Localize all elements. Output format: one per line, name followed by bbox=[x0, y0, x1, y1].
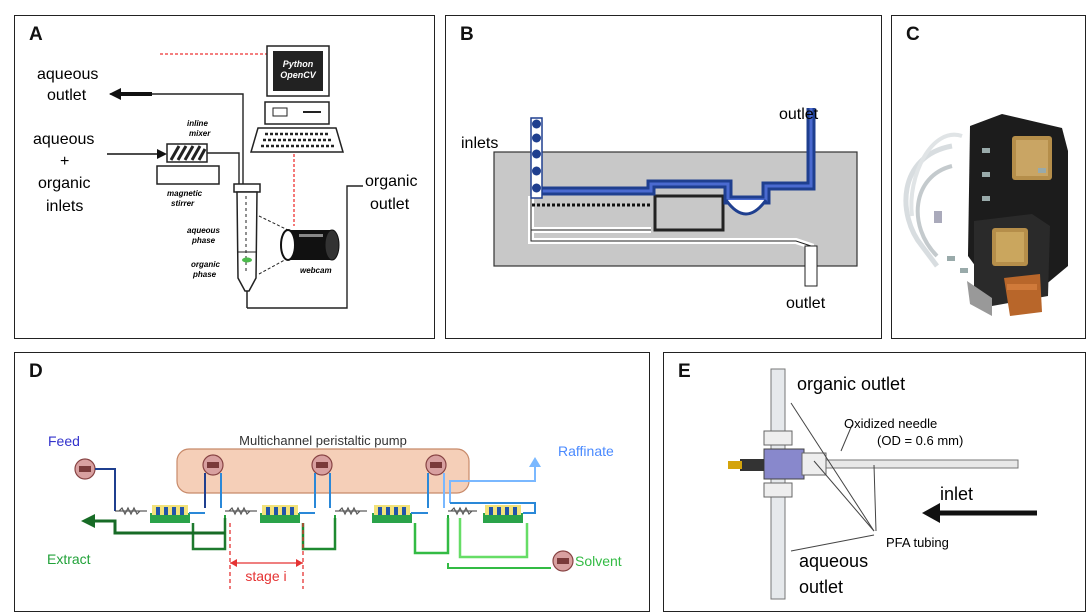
tubing bbox=[903, 143, 953, 268]
raffinate-label: Raffinate bbox=[558, 443, 614, 459]
outlet-bottom-label: outlet bbox=[786, 295, 826, 312]
aqueous-outlet-line bbox=[110, 93, 244, 190]
inlet-label: inlet bbox=[940, 484, 973, 504]
stirrer-label-2: stirrer bbox=[171, 199, 195, 208]
mixer-to-vessel-line bbox=[207, 152, 240, 188]
membrane bbox=[724, 199, 768, 216]
needle-tube bbox=[813, 459, 1019, 469]
green-line-4 bbox=[458, 518, 529, 559]
tee-junction bbox=[763, 448, 805, 480]
extract-line bbox=[95, 519, 225, 535]
aqueous-outlet-arrowhead bbox=[109, 88, 121, 100]
droplet bbox=[532, 119, 541, 129]
panel-d-diagram: Multichannel peristaltic pump Feed Raffi… bbox=[47, 433, 622, 589]
aqueous-outlet-label-2: outlet bbox=[47, 87, 87, 104]
needle-label-1: Oxidized needle bbox=[844, 416, 937, 431]
stage-chain bbox=[115, 505, 523, 523]
bottom-outlet-tube bbox=[804, 245, 818, 287]
inlets-label: inlets bbox=[461, 135, 498, 152]
panel-d: D Multichannel peristaltic pump Feed bbox=[14, 352, 650, 612]
droplet bbox=[532, 133, 541, 143]
inline-mixer bbox=[166, 143, 208, 163]
green-line-2 bbox=[301, 518, 337, 551]
solvent-label: Solvent bbox=[575, 553, 622, 569]
fitting-top bbox=[763, 430, 793, 446]
droplet bbox=[532, 183, 541, 193]
panel-e: E organic outlet Oxidized needle (OD = 0… bbox=[663, 352, 1086, 612]
extract-label: Extract bbox=[47, 551, 91, 567]
webcam-label: webcam bbox=[300, 266, 332, 275]
aqueous-phase-label-2: phase bbox=[191, 236, 216, 245]
separator-vessel bbox=[233, 183, 261, 308]
panel-a-diagram: Python OpenCV aqueous outlet aqueous + o… bbox=[33, 45, 417, 309]
webcam-icon bbox=[280, 229, 340, 261]
aqueous-outlet-label-1: aqueous bbox=[799, 551, 868, 571]
panel-c: C bbox=[891, 15, 1086, 339]
extract-arrowhead bbox=[81, 514, 95, 528]
organic-outlet-label-1: organic bbox=[365, 173, 417, 190]
fitting-bottom bbox=[763, 482, 793, 498]
feed-label: Feed bbox=[48, 433, 80, 449]
inlets-label-2: + bbox=[60, 153, 69, 170]
pump-head-2 bbox=[311, 454, 333, 476]
chip-chamber bbox=[653, 194, 725, 232]
organic-outlet-line bbox=[247, 185, 363, 309]
pfa-pointer-1 bbox=[790, 402, 875, 532]
aqueous-phase-label-1: aqueous bbox=[187, 226, 220, 235]
pfa-pointer-2 bbox=[813, 460, 875, 532]
monitor-line-2: OpenCV bbox=[280, 70, 317, 80]
panel-a: A Python OpenCV aqueous outlet aqueous +… bbox=[14, 15, 435, 339]
organic-phase-label-2: phase bbox=[192, 270, 217, 279]
aqueous-outlet-label-2: outlet bbox=[799, 577, 843, 597]
panel-e-label: E bbox=[678, 361, 691, 382]
pfa-pointer-3 bbox=[873, 464, 877, 532]
computer-icon: Python OpenCV bbox=[250, 45, 344, 153]
solvent-line bbox=[447, 563, 551, 569]
inline-mixer-label-2: mixer bbox=[189, 129, 211, 138]
aqueous-lines bbox=[189, 502, 536, 514]
needle-label-2: (OD = 0.6 mm) bbox=[877, 433, 963, 448]
panel-e-diagram: organic outlet Oxidized needle (OD = 0.6… bbox=[728, 368, 1037, 600]
solvent-pump bbox=[552, 550, 574, 572]
organic-outlet-label-2: outlet bbox=[370, 196, 410, 213]
panel-b-label: B bbox=[460, 24, 474, 45]
aqueous-outlet-label-1: aqueous bbox=[37, 66, 98, 83]
inline-mixer-label-1: inline bbox=[187, 119, 208, 128]
pump-head-3 bbox=[425, 454, 447, 476]
feed-pump bbox=[74, 458, 96, 480]
green-line-3 bbox=[413, 518, 450, 555]
outlet-top-label: outlet bbox=[779, 106, 819, 123]
panel-b: B inlets outlet outlet bbox=[445, 15, 882, 339]
droplet bbox=[532, 166, 541, 176]
panel-c-label: C bbox=[906, 24, 920, 45]
raffinate-arrowhead bbox=[529, 457, 541, 467]
magnetic-stirrer bbox=[156, 165, 220, 185]
inlet-arrowhead bbox=[157, 149, 167, 159]
pfa-label: PFA tubing bbox=[886, 535, 949, 550]
inlet-arrowhead bbox=[922, 503, 940, 523]
needle-pointer bbox=[840, 424, 853, 452]
inlets-label-4: inlets bbox=[46, 198, 83, 215]
organic-outlet-label: organic outlet bbox=[797, 374, 905, 394]
panel-b-diagram: inlets outlet outlet bbox=[461, 106, 858, 312]
panel-a-label: A bbox=[29, 24, 43, 45]
inlets-label-1: aqueous bbox=[33, 131, 94, 148]
fitting-left bbox=[740, 459, 764, 471]
organic-phase-label-1: organic bbox=[191, 260, 220, 269]
connector-tip bbox=[728, 461, 742, 469]
stage-label: stage i bbox=[245, 568, 286, 584]
inlets-label-3: organic bbox=[38, 175, 90, 192]
monitor-line-1: Python bbox=[283, 59, 314, 69]
droplet bbox=[532, 149, 541, 159]
stirrer-label-1: magnetic bbox=[167, 189, 203, 198]
copper-block bbox=[1004, 274, 1042, 316]
raffinate-line bbox=[449, 463, 536, 503]
pump-label: Multichannel peristaltic pump bbox=[239, 433, 407, 448]
pfa-pointer-4 bbox=[790, 534, 875, 552]
feed-line bbox=[95, 468, 116, 511]
fitting-right bbox=[801, 452, 827, 476]
panel-d-label: D bbox=[29, 361, 43, 382]
pump-head-1 bbox=[202, 454, 224, 476]
device-photo bbox=[903, 114, 1068, 316]
